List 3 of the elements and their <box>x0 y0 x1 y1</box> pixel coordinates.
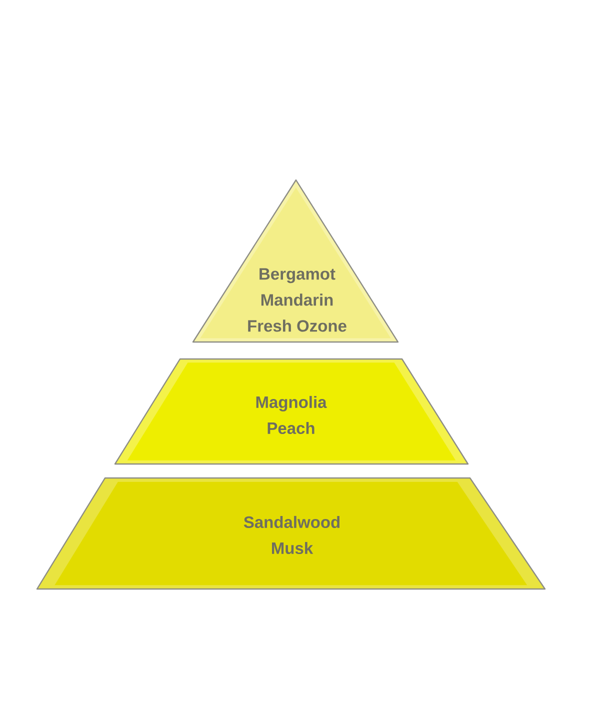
pyramid-tier: Bergamot Mandarin Fresh Ozone <box>192 179 399 343</box>
pyramid-tier: Sandalwood Musk <box>36 477 546 590</box>
pyramid-tier: Magnolia Peach <box>114 358 469 465</box>
